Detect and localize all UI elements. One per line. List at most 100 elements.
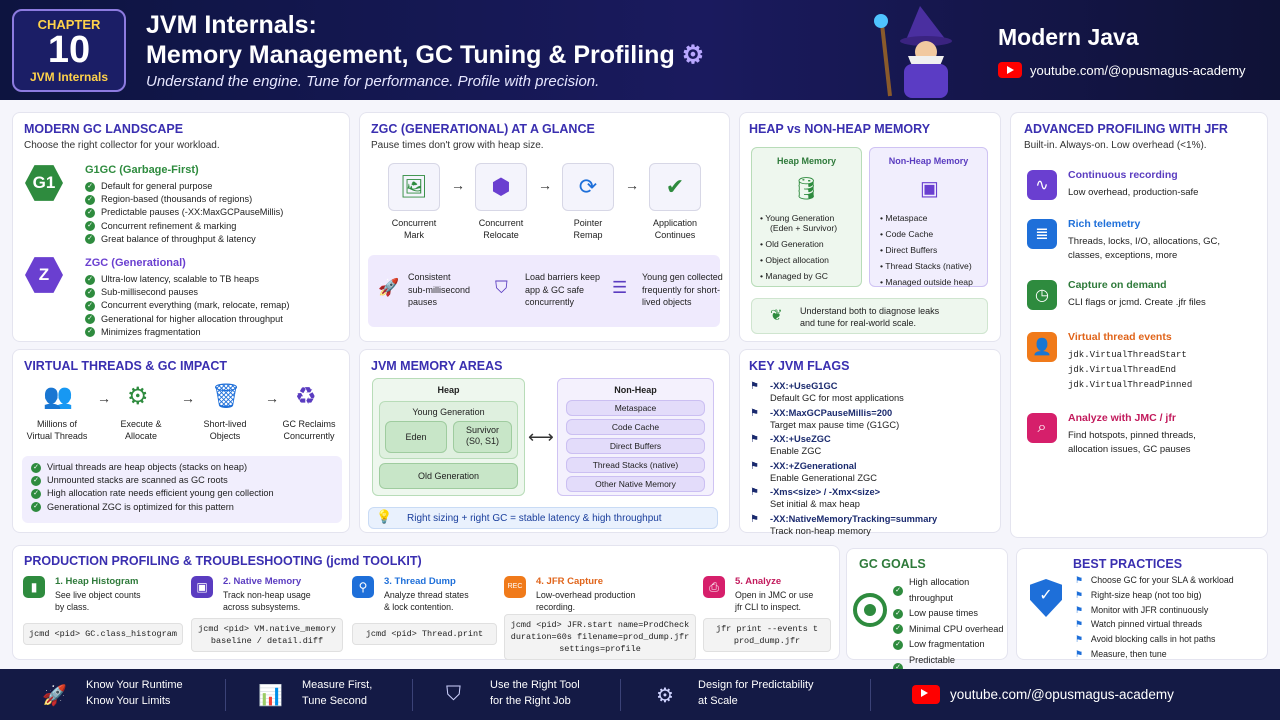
best-practice-text: Avoid blocking calls in hot paths bbox=[1090, 634, 1216, 645]
user-search-icon: ⚲ bbox=[352, 576, 374, 598]
section-title: PRODUCTION PROFILING & TROUBLESHOOTING (… bbox=[24, 554, 422, 568]
zgc-step-label-line-1: Pointer bbox=[573, 218, 603, 228]
jfr-item-title: Capture on demand bbox=[1068, 279, 1167, 291]
bullet: • bbox=[760, 271, 766, 281]
zgc-badge: Z bbox=[25, 257, 63, 293]
heap-memory-items: • Young Generation(Eden + Survivor) • Old… bbox=[760, 210, 837, 284]
heap-note bbox=[751, 298, 988, 334]
arrow-right-icon: → bbox=[625, 177, 639, 193]
chapter-badge: CHAPTER 10 JVM Internals bbox=[12, 9, 126, 92]
shield-icon: ✓ bbox=[1030, 579, 1062, 617]
bullet: • bbox=[880, 213, 886, 223]
bullet: • bbox=[760, 239, 766, 249]
g1-badge: G1 bbox=[25, 165, 63, 201]
leaf-icon: ❦ bbox=[770, 307, 783, 324]
check-icon: ✓ bbox=[31, 502, 41, 513]
chapter-subtitle: JVM Internals bbox=[29, 70, 109, 84]
check-icon: ✓ bbox=[31, 462, 41, 473]
profiling-step-title: 2. Native Memory bbox=[223, 576, 302, 587]
vt-step-label-line-1: Millions of bbox=[36, 419, 77, 429]
zgc-feature-line: concurrently bbox=[525, 297, 575, 307]
flag-icon: ⚑ bbox=[1075, 589, 1083, 600]
heap-vs-nonheap-card: HEAP vs NON-HEAP MEMORY Heap Memory 🛢 • … bbox=[739, 112, 1001, 342]
check-icon: ✓ bbox=[85, 274, 95, 285]
zgc-step-label-line-2: Relocate bbox=[483, 230, 519, 240]
nonheap-area-label: Code Cache bbox=[611, 422, 660, 432]
check-icon: ✓ bbox=[85, 314, 95, 325]
check-item: ✓Unmounted stacks are scanned as GC root… bbox=[31, 474, 274, 487]
chapter-number: 10 bbox=[47, 29, 91, 71]
check-item-text: Ultra-low latency, scalable to TB heaps bbox=[101, 274, 259, 284]
channel-link[interactable]: youtube.com/@opusmagus-academy bbox=[998, 62, 1246, 78]
heap-note-text: Understand both to diagnose leaks and tu… bbox=[800, 305, 939, 329]
heap-note-line-1: Understand both to diagnose leaks bbox=[800, 306, 940, 316]
profiling-step-desc: Analyze thread states& lock contention. bbox=[384, 589, 469, 613]
profiling-step-desc-line: Analyze thread states bbox=[384, 590, 469, 600]
memory-item-text: Old Generation bbox=[765, 239, 824, 249]
best-practices-card: BEST PRACTICES ✓ ⚑Choose GC for your SLA… bbox=[1016, 548, 1268, 660]
command-snippet[interactable]: jcmd <pid> GC.class_histogram bbox=[23, 623, 183, 645]
best-practice-text: Monitor with JFR continuously bbox=[1090, 604, 1209, 615]
survivor-box bbox=[453, 421, 512, 453]
flag-icon: ⚑ bbox=[1075, 648, 1083, 659]
memory-item: • Young Generation bbox=[760, 210, 837, 226]
arrow-right-icon: → bbox=[451, 177, 465, 193]
channel-url: youtube.com/@opusmagus-academy bbox=[1030, 62, 1246, 78]
zgc-feature-line: app & GC safe bbox=[525, 284, 585, 295]
check-icon: ✓ bbox=[85, 221, 95, 232]
pulse-icon: ∿ bbox=[1027, 170, 1057, 200]
gc-goals-card: GC GOALS ✓High allocation throughput✓Low… bbox=[846, 548, 1008, 680]
person-icon: 👤 bbox=[1027, 332, 1057, 362]
command-line: baseline / detail.diff bbox=[210, 636, 324, 646]
gear-icon: ⚙ bbox=[127, 383, 149, 410]
zgc-features: ✓ Ultra-low latency, scalable to TB heaps… bbox=[85, 273, 289, 339]
jfr-item-desc-line: Threads, locks, I/O, allocations, GC, bbox=[1068, 236, 1221, 247]
jvm-memory-areas-card: JVM MEMORY AREAS Heap Young Generation E… bbox=[359, 349, 730, 533]
bar-chart-icon: 📊 bbox=[258, 685, 283, 707]
recycle-icon: ♻ bbox=[295, 383, 317, 410]
users-icon: 👥 bbox=[43, 383, 73, 410]
best-practice-text: Watch pinned virtual threads bbox=[1090, 619, 1203, 630]
section-title: ZGC (GENERATIONAL) AT A GLANCE bbox=[371, 122, 595, 136]
best-practice-item: ⚑Choose GC for your SLA & workload bbox=[1075, 573, 1234, 588]
check-item-text: Virtual threads are heap objects (stacks… bbox=[47, 462, 248, 472]
nonheap-area-label: Metaspace bbox=[614, 403, 657, 413]
check-item: ✓Low fragmentation bbox=[893, 637, 1007, 653]
vt-step-label: Execute &Allocate bbox=[105, 418, 177, 442]
check-item: ✓Generational for higher allocation thro… bbox=[85, 313, 289, 326]
sizing-tip bbox=[368, 507, 718, 529]
command-snippet[interactable]: jcmd <pid> Thread.print bbox=[352, 623, 497, 645]
jfr-item-desc-line: classes, exceptions, more bbox=[1068, 250, 1178, 261]
check-item-text: Default for general purpose bbox=[101, 181, 213, 191]
arrow-right-icon: → bbox=[97, 390, 111, 406]
check-item: ✓Predictable pauses (-XX:MaxGCPauseMilli… bbox=[85, 206, 283, 219]
footer-channel-url: youtube.com/@opusmagus-academy bbox=[950, 687, 1174, 702]
flag-icon: ⚑ bbox=[1075, 619, 1083, 630]
eden-label: Eden bbox=[405, 432, 427, 442]
server-icon: ☰ bbox=[612, 278, 628, 297]
memory-item-text: (Eden + Survivor) bbox=[770, 223, 838, 233]
section-subtitle: Pause times don't grow with heap size. bbox=[371, 140, 544, 151]
memory-item-text: Managed by GC bbox=[765, 271, 828, 281]
best-practice-item: ⚑Monitor with JFR continuously bbox=[1075, 603, 1234, 618]
chip-icon: ▣ bbox=[920, 178, 939, 200]
check-item: ✓High allocation throughput bbox=[893, 575, 1007, 606]
check-item-text: Low fragmentation bbox=[909, 639, 985, 649]
gc-landscape-card: MODERN GC LANDSCAPE Choose the right col… bbox=[12, 112, 350, 342]
page-subtitle: Understand the engine. Tune for performa… bbox=[146, 73, 600, 90]
zgc-feature-line: lived objects bbox=[642, 297, 692, 307]
chip-icon: ▣ bbox=[191, 576, 213, 598]
section-subtitle: Choose the right collector for your work… bbox=[24, 140, 220, 151]
search-icon: ⌕ bbox=[1027, 413, 1057, 443]
profiling-step-title: 3. Thread Dump bbox=[384, 576, 456, 587]
youtube-icon bbox=[912, 685, 940, 704]
footer-item-3-line-1: Use the Right Tool bbox=[490, 679, 580, 691]
footer-channel-link[interactable]: youtube.com/@opusmagus-academy bbox=[912, 685, 1174, 704]
